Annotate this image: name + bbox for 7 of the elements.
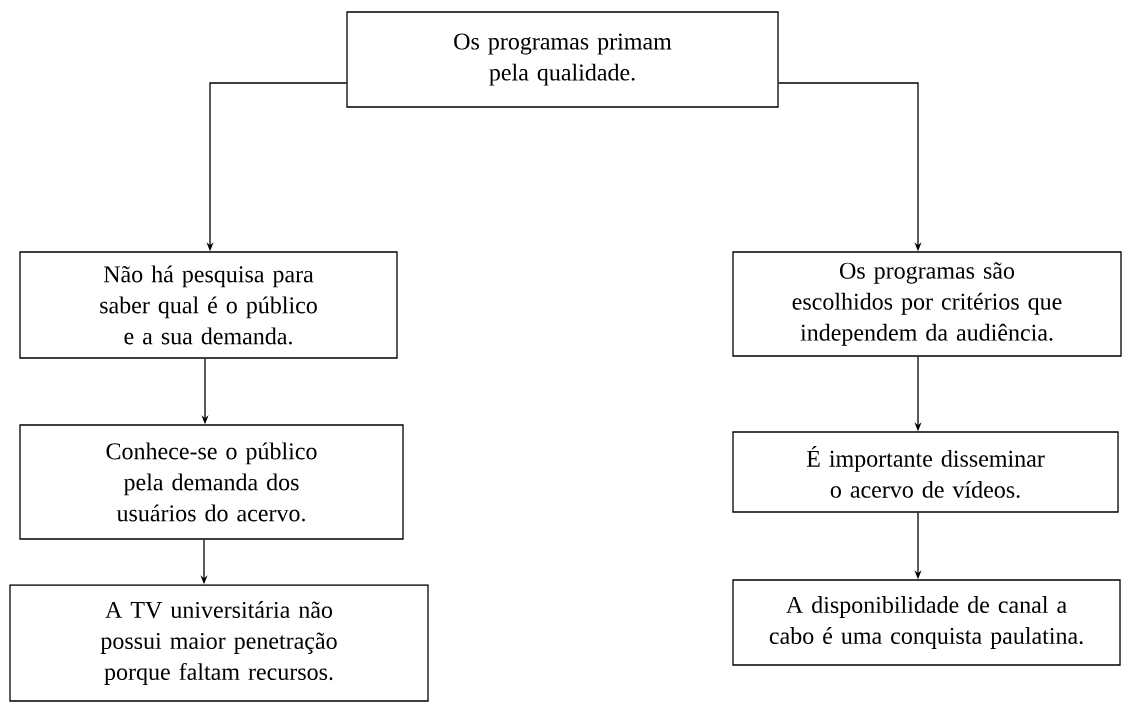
text-box: Conhece-se o público pela demanda dos usuários do acervo. (19, 424, 404, 540)
text-box: Os programas primam pela qualidade. (346, 11, 779, 108)
text-box: A disponibilidade de canal a cabo é uma conquista paulatina. (732, 579, 1121, 666)
text-box: Não há pesquisa para saber qual é o público e a sua demanda. (19, 251, 398, 359)
text-box: Os programas são escolhidos por critérios que independem da audiência. (732, 251, 1122, 357)
text-box: A TV universitária não possui maior penetração porque faltam recursos. (9, 584, 429, 702)
text-box: É importante disseminar o acervo de vídeos. (732, 431, 1119, 513)
